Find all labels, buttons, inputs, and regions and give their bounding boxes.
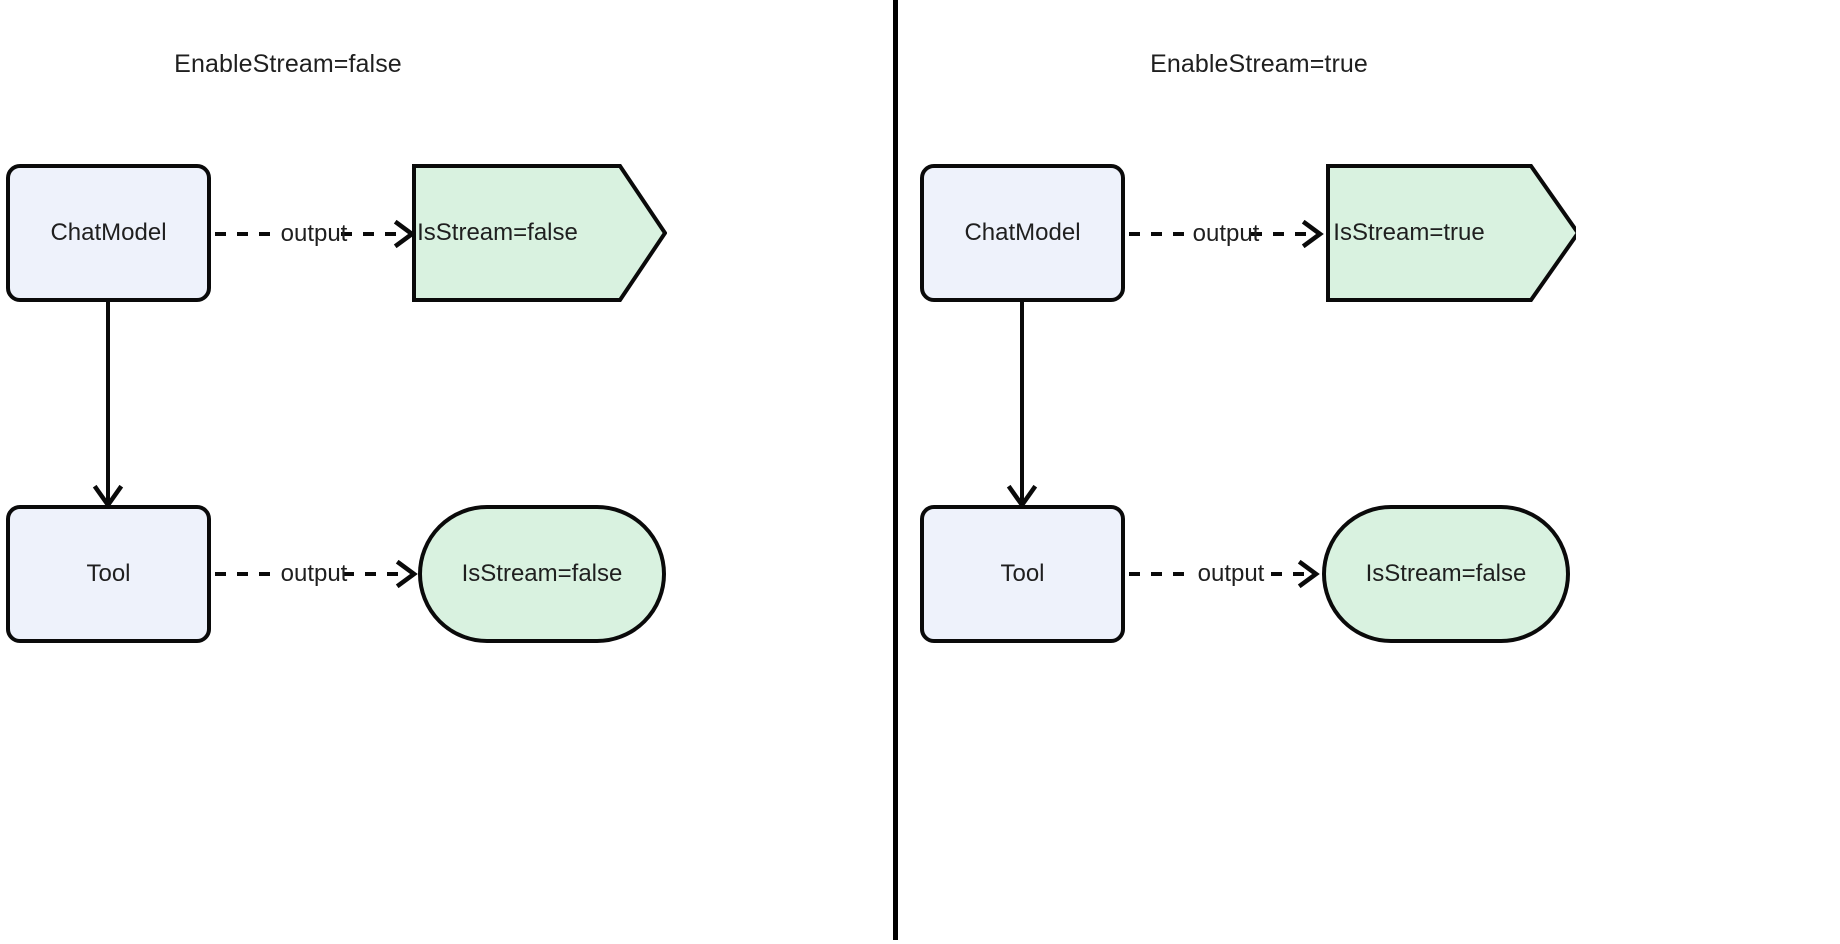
- node-tool-result-label: IsStream=false: [1365, 560, 1527, 587]
- edge-chatmodel-output-line: [1129, 219, 1324, 249]
- edge-label-tool-output: output: [280, 560, 348, 587]
- node-chatmodel[interactable]: ChatModel: [6, 164, 211, 302]
- node-chatmodel-result[interactable]: IsStream=false: [412, 164, 667, 302]
- edge-chatmodel-to-tool: [92, 302, 124, 509]
- edge-label-chatmodel-output: output: [1192, 220, 1260, 247]
- panel-left-title: EnableStream=false: [174, 50, 402, 78]
- node-tool-label: Tool: [86, 560, 131, 587]
- edge-label-tool-output: output: [1197, 560, 1265, 587]
- node-tool-result[interactable]: IsStream=false: [1322, 505, 1570, 643]
- node-chatmodel-label: ChatModel: [50, 219, 167, 246]
- panel-right-title: EnableStream=true: [1150, 50, 1368, 78]
- panel-divider: [893, 0, 898, 940]
- panel-enablestream-true: EnableStream=true ChatModel output IsStr…: [898, 0, 1840, 944]
- flag-shape: [412, 164, 667, 302]
- node-chatmodel-label: ChatModel: [964, 219, 1081, 246]
- node-tool-label: Tool: [1000, 560, 1045, 587]
- node-tool[interactable]: Tool: [6, 505, 211, 643]
- node-chatmodel-result[interactable]: IsStream=true: [1326, 164, 1576, 302]
- edge-tool-output-line: [1129, 559, 1320, 589]
- node-chatmodel-result-label: IsStream=true: [1333, 219, 1485, 246]
- edge-tool-output-line: [215, 559, 418, 589]
- edge-label-chatmodel-output: output: [280, 220, 348, 247]
- node-tool[interactable]: Tool: [920, 505, 1125, 643]
- node-tool-result[interactable]: IsStream=false: [418, 505, 666, 643]
- node-chatmodel[interactable]: ChatModel: [920, 164, 1125, 302]
- flag-shape: [1326, 164, 1576, 302]
- panel-enablestream-false: EnableStream=false ChatModel output IsSt…: [0, 0, 896, 944]
- edge-chatmodel-to-tool: [1006, 302, 1038, 509]
- node-chatmodel-result-label: IsStream=false: [417, 219, 578, 246]
- node-tool-result-label: IsStream=false: [461, 560, 623, 587]
